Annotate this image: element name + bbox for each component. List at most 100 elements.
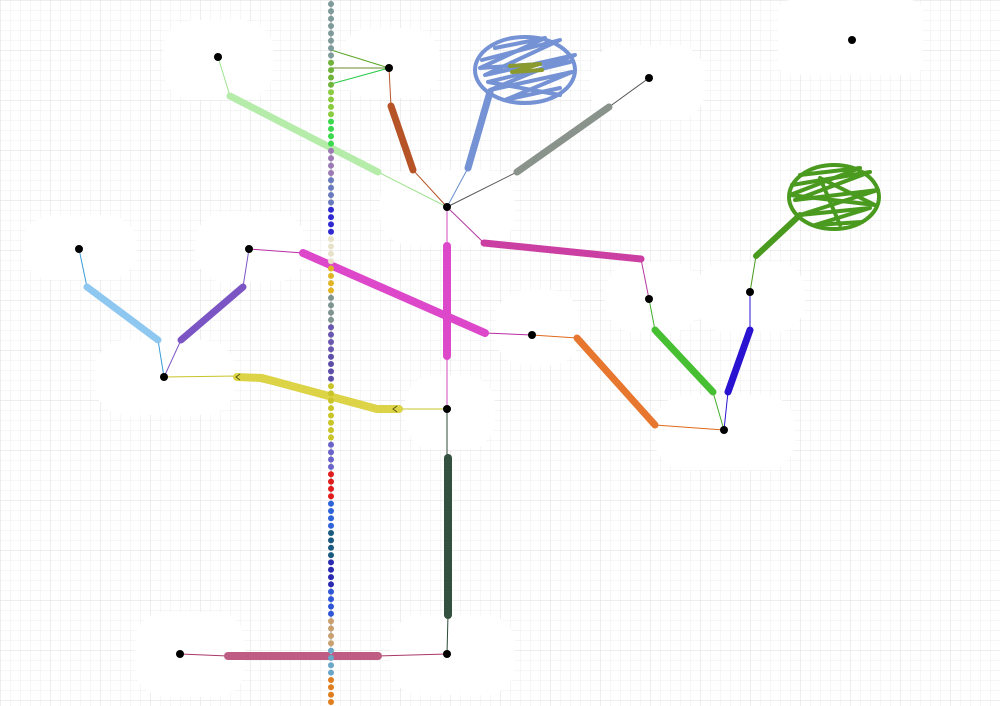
node-halo [495,290,580,365]
edge-stroke-sky-blue [83,283,162,344]
column-dot [328,74,334,81]
column-dot [328,574,334,581]
column-dot [328,552,334,559]
column-dot [328,236,334,243]
column-dot [328,147,334,154]
column-dot [328,67,334,74]
dotted-column [328,0,334,706]
hub-node[interactable] [443,203,451,211]
node[interactable] [443,405,451,413]
node[interactable] [214,53,222,61]
node[interactable] [160,373,168,381]
column-dot [328,478,334,485]
edge-stroke-purple [177,283,247,344]
arrow-marker [392,405,398,413]
edge-stroke-gray [513,103,613,176]
column-dot [328,515,334,522]
column-dot [328,272,334,279]
column-dot [328,206,334,213]
column-dot [328,133,334,140]
column-dot [328,412,334,419]
column-dot [328,632,334,639]
node[interactable] [645,74,653,82]
node-halo [340,28,440,98]
column-dot [328,463,334,470]
column-dot [328,588,334,595]
node[interactable] [385,64,393,72]
column-dot [328,508,334,514]
column-dot [328,397,334,404]
column-dot [328,566,334,573]
column-dot [328,610,334,617]
column-dot [328,603,334,610]
column-dot [328,316,334,323]
column-dot [328,155,334,162]
edge-stroke-light-green [226,92,382,176]
column-dot [328,162,334,169]
column-dot [328,537,334,544]
column-dot [328,265,334,272]
column-dot [328,170,334,176]
column-dot [328,250,334,257]
column-dot [328,214,334,221]
column-dot [328,375,334,382]
column-dot [328,177,334,184]
column-dot [328,691,334,698]
column-dot [328,441,334,448]
node[interactable] [720,426,728,434]
edge-line [330,67,390,85]
column-dot [328,258,334,265]
edge-stroke-periwinkle [464,88,494,172]
node[interactable] [645,295,653,303]
column-dot [328,596,334,603]
edge-stroke-forest-green [753,212,803,259]
node[interactable] [245,245,253,253]
column-dot [328,287,334,294]
arrow-marker [235,373,241,381]
edge-stroke-leaf-green [651,326,717,396]
column-dot [328,221,334,228]
column-dot [328,559,334,566]
edge-stroke-indigo [724,326,754,396]
column-dot [328,361,334,367]
scribble-blobs [473,35,881,231]
graph-nodes [75,36,856,658]
column-dot [328,331,334,338]
node[interactable] [443,650,451,658]
node[interactable] [746,288,754,296]
column-dot [328,640,334,647]
node-halo [605,262,700,332]
scribble-olive-mark [508,62,544,74]
column-dot [328,1,334,7]
node[interactable] [176,650,184,658]
edge-strokes [83,88,803,660]
column-dot [328,699,334,705]
column-dot [328,405,334,412]
column-dot [328,37,334,44]
column-dot [328,581,334,588]
column-dot [328,419,334,426]
column-dot [328,89,334,96]
column-dot [328,427,334,434]
column-dot [328,140,334,147]
column-dot [328,669,334,676]
node[interactable] [75,245,83,253]
column-dot [328,8,334,15]
column-dot [328,618,334,625]
column-dot [328,677,334,683]
column-dot [328,81,334,88]
column-dot [328,368,334,375]
column-dot [328,15,334,22]
isolated-node[interactable] [848,36,856,44]
edge-stroke-yellow [233,373,403,413]
column-dot [328,353,334,360]
column-dot [328,125,334,132]
column-dot [328,383,334,390]
node[interactable] [528,331,536,339]
column-dot [328,684,334,691]
column-dot [328,647,334,654]
edge-stroke-magenta-diagonal [299,249,489,337]
column-dot [328,456,334,463]
column-dot [328,30,334,37]
